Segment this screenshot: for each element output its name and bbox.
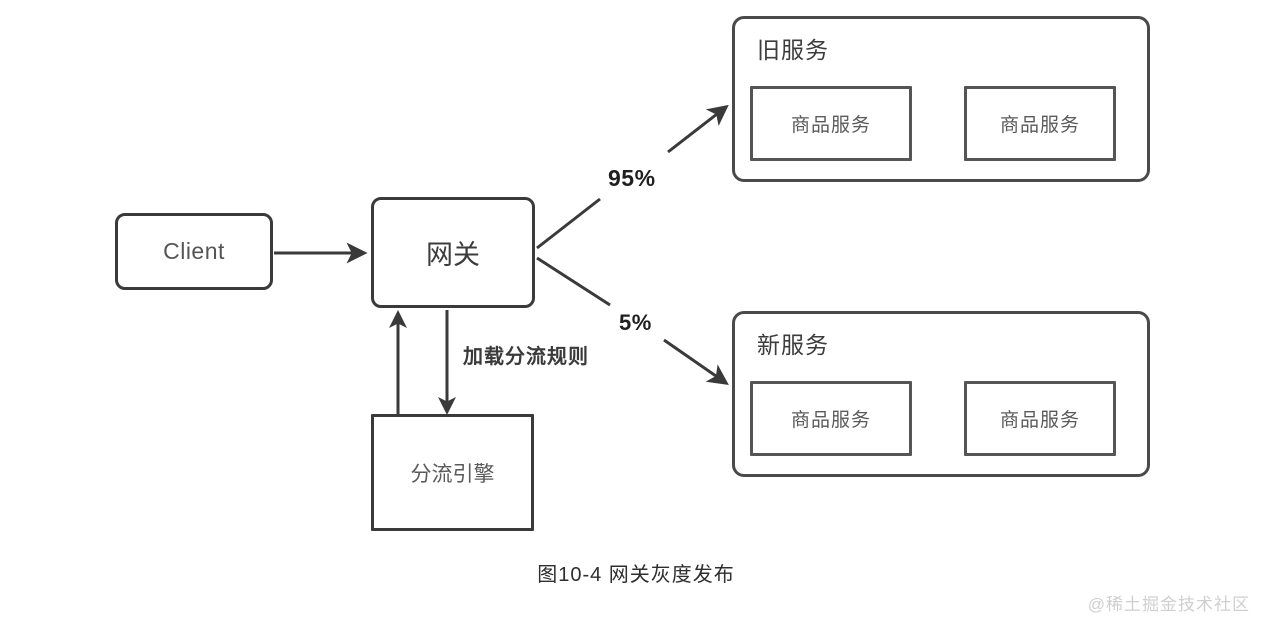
service-box-label: 商品服务 <box>999 115 1080 136</box>
node-engine-label: 分流引擎 <box>410 462 495 486</box>
service-box-label: 商品服务 <box>790 115 871 136</box>
node-traffic-split-engine[interactable]: 分流引擎 <box>371 414 534 531</box>
group-new-service[interactable]: 新服务 商品服务 商品服务 <box>732 311 1150 477</box>
watermark: @稀土掘金技术社区 <box>1087 595 1250 614</box>
service-box[interactable]: 商品服务 <box>750 86 912 161</box>
edge-label-load-split-rules: 加载分流规则 <box>459 339 593 370</box>
service-box[interactable]: 商品服务 <box>750 381 912 456</box>
service-box-label: 商品服务 <box>999 410 1080 431</box>
node-gateway-label: 网关 <box>426 240 480 270</box>
node-client[interactable]: Client <box>115 213 273 290</box>
service-box[interactable]: 商品服务 <box>964 86 1116 161</box>
node-client-label: Client <box>163 238 225 264</box>
edge-label-95-percent: 95% <box>604 164 660 193</box>
edge-label-5-percent: 5% <box>615 309 656 337</box>
service-box-label: 商品服务 <box>790 410 871 431</box>
figure-caption: 图10-4 网关灰度发布 <box>537 564 735 586</box>
group-new-service-title: 新服务 <box>757 332 829 358</box>
node-gateway[interactable]: 网关 <box>371 197 535 308</box>
group-old-service-title: 旧服务 <box>757 37 829 63</box>
group-old-service[interactable]: 旧服务 商品服务 商品服务 <box>732 16 1150 182</box>
service-box[interactable]: 商品服务 <box>964 381 1116 456</box>
